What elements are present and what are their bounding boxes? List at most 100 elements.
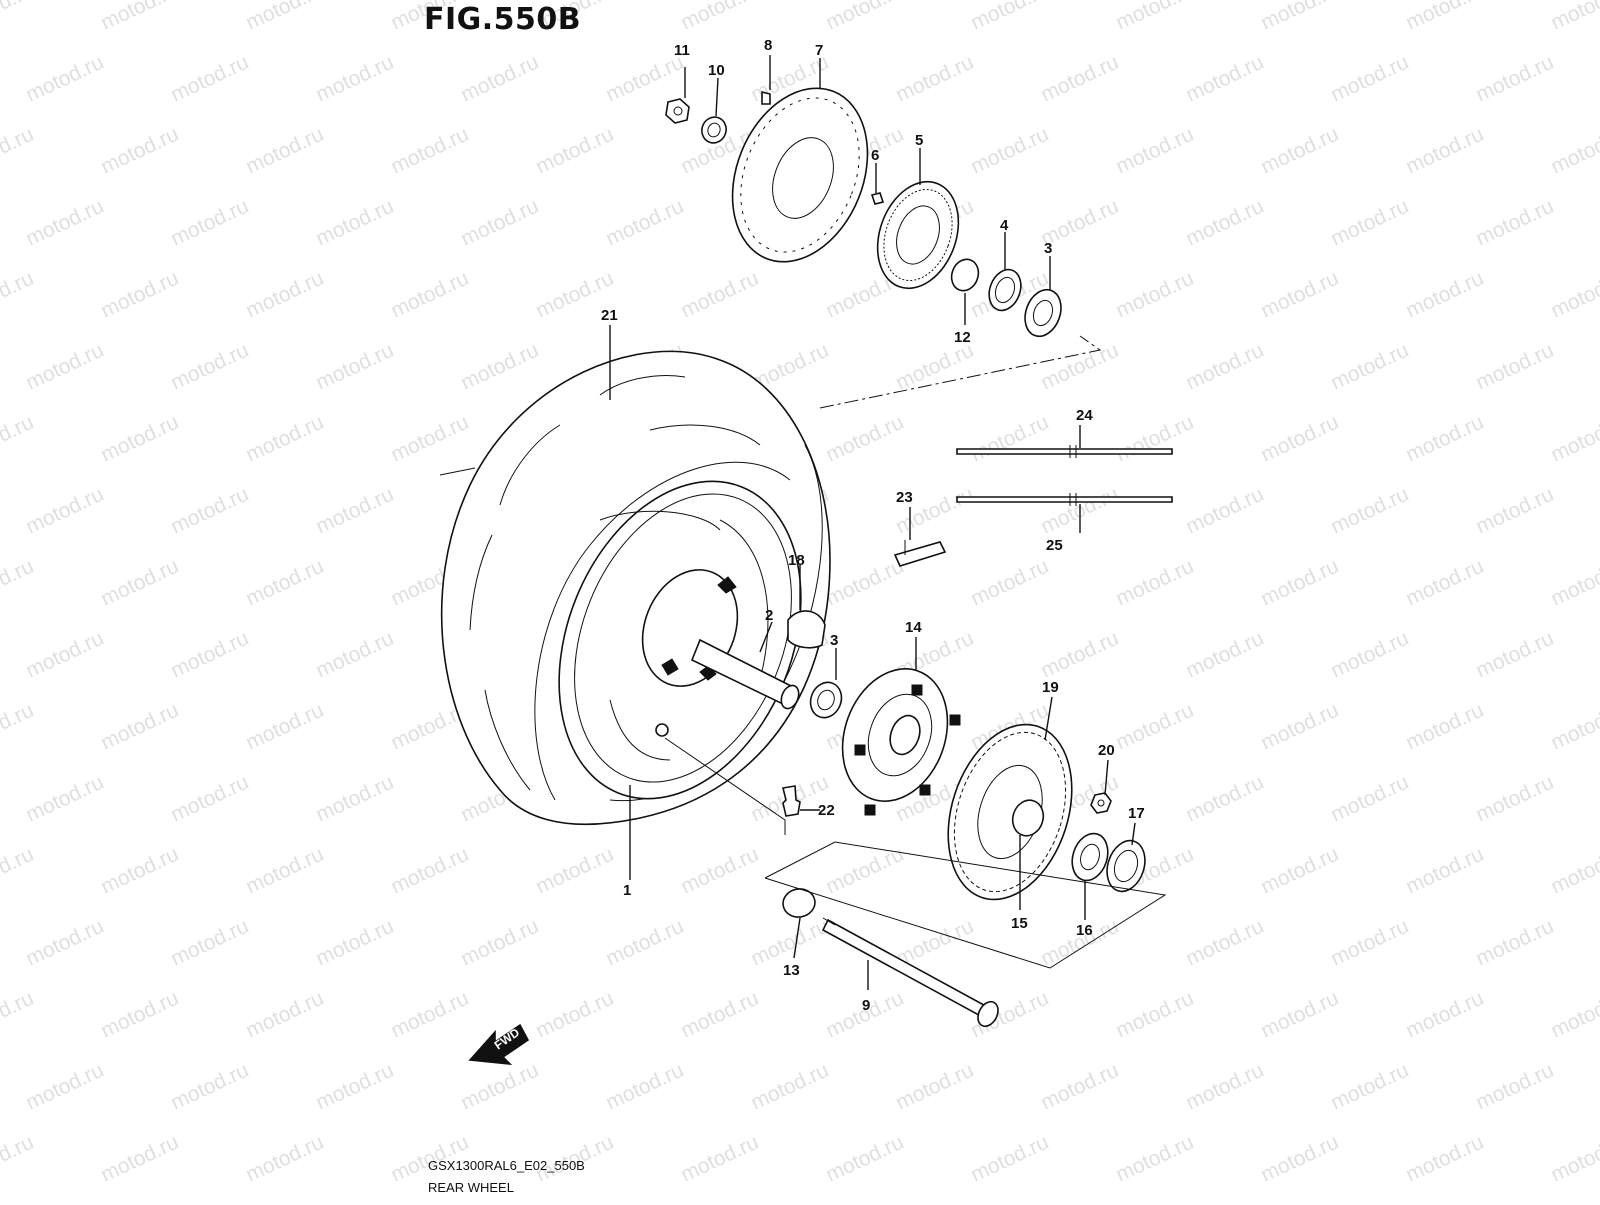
- callout-11: 11: [674, 42, 690, 59]
- watermark-text: motod.ru: [602, 1059, 687, 1115]
- watermark-text: motod.ru: [22, 51, 107, 107]
- callout-1: 1: [623, 882, 631, 899]
- balance-weight-24: [956, 445, 1173, 458]
- watermark-text: motod.ru: [242, 987, 327, 1043]
- watermark-text: motod.ru: [457, 1059, 542, 1115]
- watermark-text: motod.ru: [822, 0, 907, 35]
- callout-23: 23: [896, 489, 913, 506]
- spacer-13: [782, 888, 816, 918]
- watermark-text: motod.ru: [892, 339, 977, 395]
- callout-20: 20: [1098, 742, 1115, 759]
- watermark-text: motod.ru: [1257, 555, 1342, 611]
- watermark-text: motod.ru: [1472, 483, 1557, 539]
- watermark-text: motod.ru: [0, 555, 37, 611]
- figure-code: GSX1300RAL6_E02_550B: [428, 1158, 585, 1173]
- fwd-arrow-icon: FWD: [468, 1023, 530, 1066]
- callout-2: 2: [765, 607, 773, 624]
- callout-24: 24: [1076, 407, 1093, 424]
- callout-17: 17: [1128, 805, 1145, 822]
- watermark-text: motod.ru: [1327, 915, 1412, 971]
- watermark-text: motod.ru: [822, 555, 907, 611]
- watermark-text: motod.ru: [1112, 0, 1197, 35]
- watermark-text: motod.ru: [1402, 1131, 1487, 1187]
- watermark-text: motod.ru: [97, 1131, 182, 1187]
- watermark-text: motod.ru: [1402, 123, 1487, 179]
- watermark-text: motod.ru: [967, 1131, 1052, 1187]
- watermark-text: motod.ru: [167, 195, 252, 251]
- watermark-text: motod.ru: [22, 483, 107, 539]
- watermark-text: motod.ru: [97, 411, 182, 467]
- watermark-text: motod.ru: [532, 987, 617, 1043]
- watermark-text: motod.ru: [1547, 555, 1600, 611]
- watermark-text: motod.ru: [822, 843, 907, 899]
- watermark-text: motod.ru: [387, 411, 472, 467]
- watermark-text: motod.ru: [167, 627, 252, 683]
- watermark-text: motod.ru: [967, 411, 1052, 467]
- rear-sprocket: [947, 723, 1073, 901]
- callout-14: 14: [905, 619, 922, 636]
- callout-3-upper: 3: [1044, 240, 1052, 257]
- callout-10: 10: [708, 62, 725, 79]
- watermark-text: motod.ru: [602, 51, 687, 107]
- watermark-text: motod.ru: [1547, 123, 1600, 179]
- watermark-text: motod.ru: [312, 339, 397, 395]
- bolt-8: [761, 90, 771, 105]
- watermark-text: motod.ru: [312, 1059, 397, 1115]
- watermark-text: motod.ru: [1257, 267, 1342, 323]
- watermark-text: motod.ru: [242, 411, 327, 467]
- watermark-text: motod.ru: [1547, 267, 1600, 323]
- watermark-text: motod.ru: [0, 0, 37, 35]
- watermark-text: motod.ru: [0, 267, 37, 323]
- watermark-text: motod.ru: [1547, 987, 1600, 1043]
- watermark-text: motod.ru: [1182, 1059, 1267, 1115]
- watermark-text: motod.ru: [1547, 0, 1600, 35]
- callout-21: 21: [601, 307, 618, 324]
- watermark-text: motod.ru: [0, 699, 37, 755]
- watermark-text: motod.ru: [1402, 267, 1487, 323]
- watermark-text: motod.ru: [1112, 555, 1197, 611]
- watermark-text: motod.ru: [892, 1059, 977, 1115]
- watermark-text: motod.ru: [677, 267, 762, 323]
- watermark-text: motod.ru: [1257, 843, 1342, 899]
- watermark-text: motod.ru: [387, 987, 472, 1043]
- watermark-text: motod.ru: [1182, 771, 1267, 827]
- bearing-lower: [809, 681, 843, 719]
- watermark-text: motod.ru: [1112, 699, 1197, 755]
- watermark-text: motod.ru: [532, 123, 617, 179]
- watermark-text: motod.ru: [457, 915, 542, 971]
- watermark-text: motod.ru: [1112, 123, 1197, 179]
- watermark-text: motod.ru: [312, 915, 397, 971]
- watermark-text: motod.ru: [242, 0, 327, 35]
- watermark-text: motod.ru: [1402, 411, 1487, 467]
- watermark-text: motod.ru: [1257, 123, 1342, 179]
- watermark-text: motod.ru: [1402, 699, 1487, 755]
- watermark-text: motod.ru: [312, 771, 397, 827]
- watermark-text: motod.ru: [97, 0, 182, 35]
- tire-valve-22: [782, 785, 801, 817]
- watermark-text: motod.ru: [1182, 915, 1267, 971]
- watermark-text: motod.ru: [167, 339, 252, 395]
- watermark-text: motod.ru: [967, 555, 1052, 611]
- watermark-text: motod.ru: [1547, 843, 1600, 899]
- watermark-text: motod.ru: [0, 411, 37, 467]
- watermark-text: motod.ru: [1547, 699, 1600, 755]
- watermark-text: motod.ru: [677, 1131, 762, 1187]
- watermark-text: motod.ru: [387, 843, 472, 899]
- watermark-text: motod.ru: [387, 123, 472, 179]
- watermark-text: motod.ru: [22, 915, 107, 971]
- watermark-text: motod.ru: [1327, 1059, 1412, 1115]
- figure-name: REAR WHEEL: [428, 1180, 514, 1195]
- hub-spacer: [690, 610, 826, 710]
- abs-sensor-ring: [876, 180, 960, 290]
- watermark-text: motod.ru: [312, 627, 397, 683]
- watermark-text: motod.ru: [532, 843, 617, 899]
- watermark-text: motod.ru: [97, 267, 182, 323]
- watermark-text: motod.ru: [1472, 195, 1557, 251]
- brake-disc: [731, 87, 869, 263]
- watermark-text: motod.ru: [1182, 51, 1267, 107]
- sprocket-carrier: [841, 668, 961, 816]
- callout-6: 6: [871, 147, 879, 164]
- watermark-text: motod.ru: [167, 483, 252, 539]
- watermark-text: motod.ru: [22, 627, 107, 683]
